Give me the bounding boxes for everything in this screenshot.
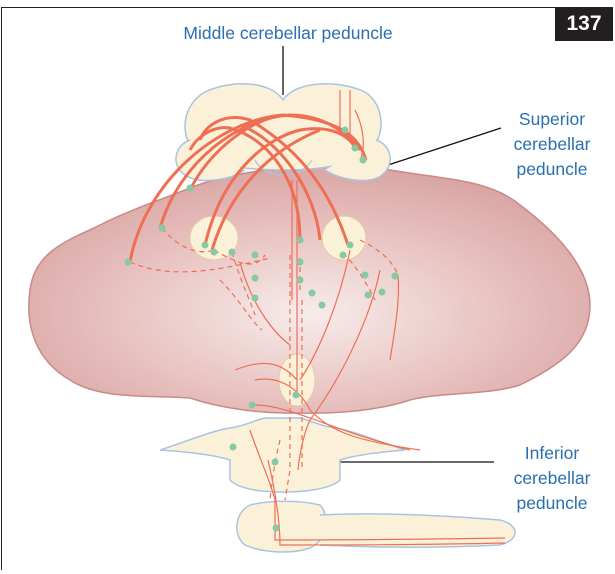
- superior-label-line-3: peduncle: [492, 157, 612, 182]
- middle-cerebellar-peduncle-label: Middle cerebellar peduncle: [148, 21, 428, 46]
- medulla: [160, 418, 515, 552]
- superior-label-line-2: cerebellar: [492, 132, 612, 157]
- page-number: 137: [555, 7, 613, 41]
- inferior-label-line-3: peduncle: [492, 491, 612, 516]
- superior-cerebellar-peduncle-label: Superior cerebellar peduncle: [492, 107, 612, 182]
- superior-label-line-1: Superior: [492, 107, 612, 132]
- inferior-cerebellar-peduncle-label: Inferior cerebellar peduncle: [492, 441, 612, 516]
- inferior-label-line-2: cerebellar: [492, 466, 612, 491]
- inferior-label-line-1: Inferior: [492, 441, 612, 466]
